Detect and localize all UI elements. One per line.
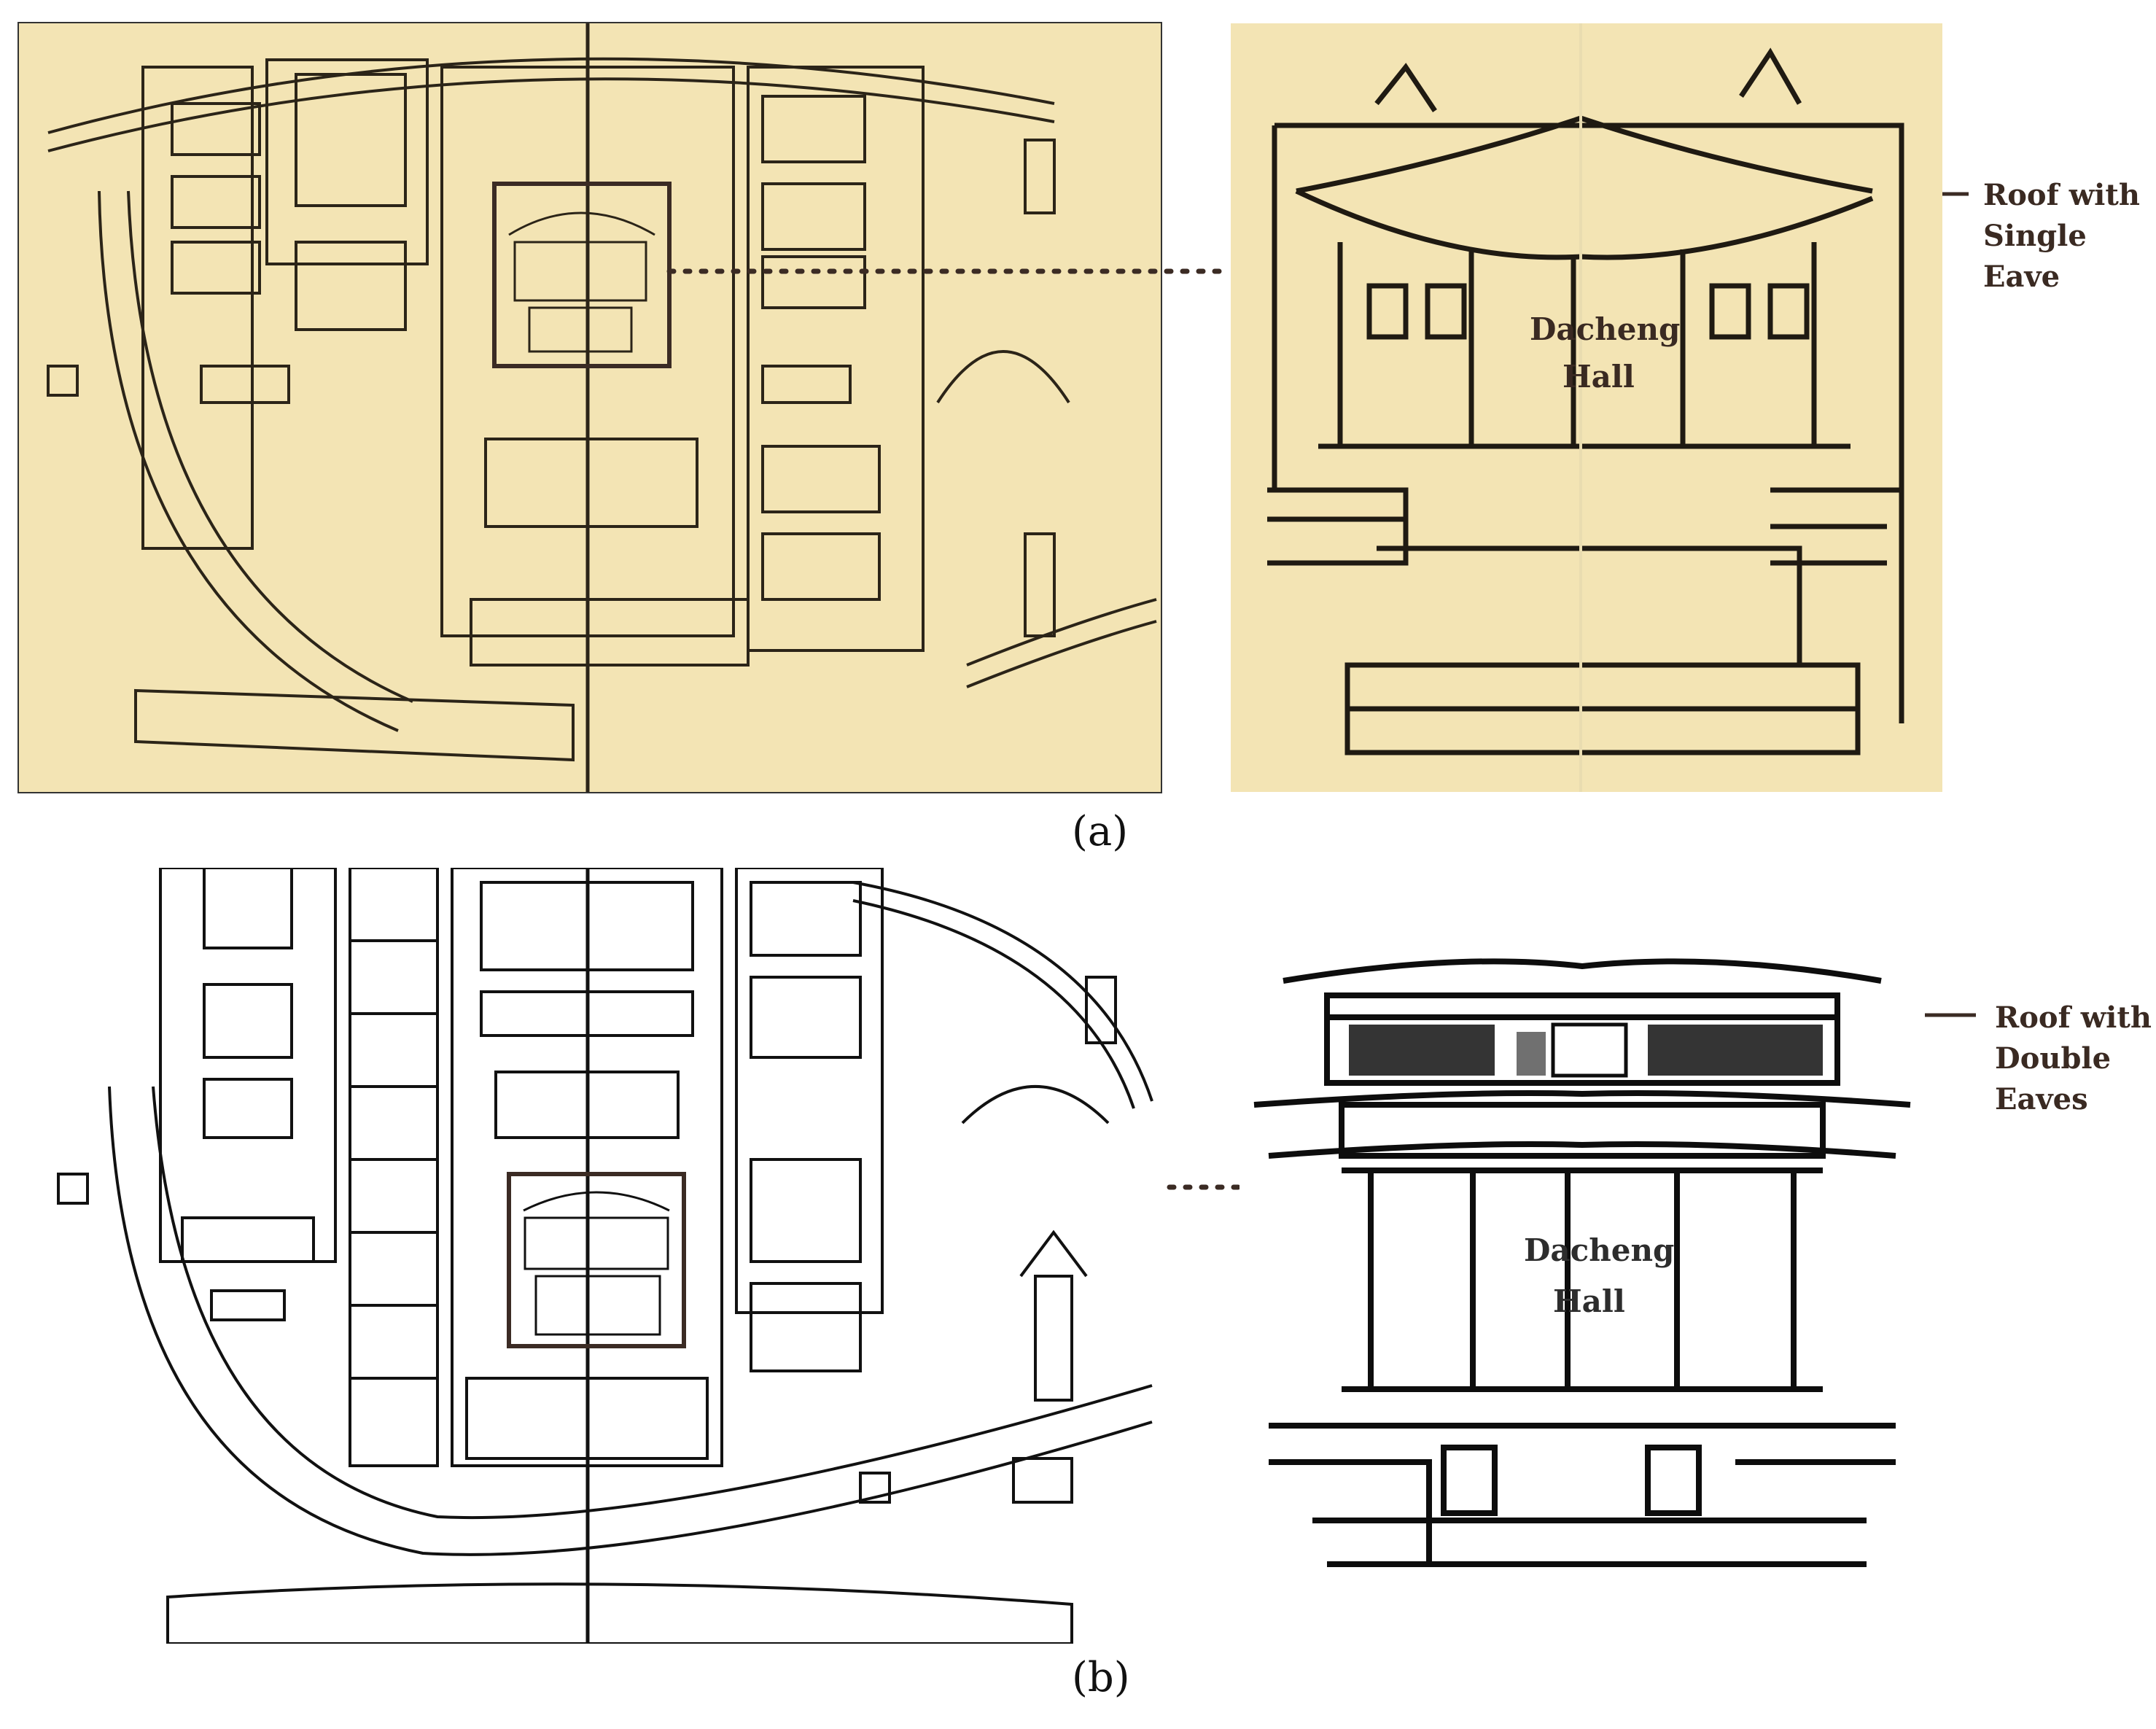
panel-b-hall-label-line2: Hall (1553, 1283, 1625, 1319)
panel-b-map-drawing (57, 868, 1153, 1644)
panel-a-zoom: Dacheng Hall (1231, 23, 1942, 792)
panel-a-callout-line1: Roof with (1983, 178, 2140, 212)
panel-b-caption: (b) (1072, 1654, 1130, 1701)
panel-b-zoom: Dacheng Hall (1239, 937, 1925, 1593)
panel-a-highlight-box (492, 182, 672, 368)
panel-b-callout-line2: Double (1995, 1041, 2112, 1076)
panel-a-callout-line3: Eave (1983, 260, 2060, 294)
panel-b-callout-line3: Eaves (1995, 1082, 2088, 1116)
panel-b-highlight-box (507, 1172, 686, 1348)
panel-b-callout: Roof with Double Eaves (1995, 998, 2152, 1120)
panel-b-callout-line1: Roof with (1995, 1001, 2152, 1035)
panel-a-map-drawing (47, 23, 1157, 792)
panel-a-callout: Roof with Single Eave (1983, 175, 2140, 298)
panel-a-map (17, 22, 1162, 793)
panel-b-map (15, 868, 1163, 1644)
panel-a-callout-line2: Single (1983, 219, 2087, 253)
panel-b-zoom-drawing (1253, 958, 1911, 1567)
panel-a-caption: (a) (1072, 808, 1129, 855)
panel-b-hall-label-line1: Dacheng (1524, 1232, 1675, 1268)
panel-a-hall-label-line2: Hall (1562, 359, 1635, 395)
panel-a-hall-label-line1: Dacheng (1530, 311, 1681, 347)
panel-a-zoom-drawing (1267, 23, 1904, 792)
